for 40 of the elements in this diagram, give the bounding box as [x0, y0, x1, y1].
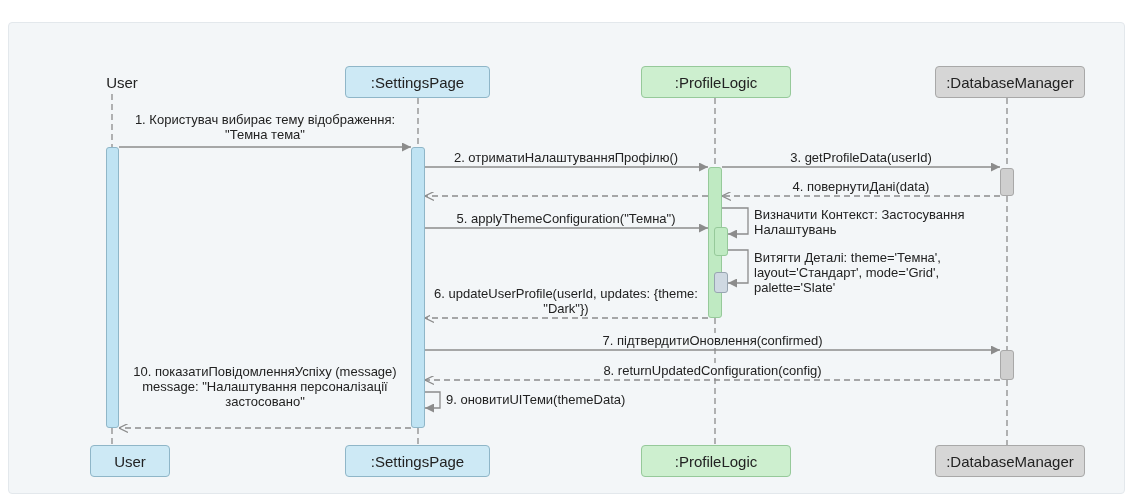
message-arrow [424, 162, 709, 172]
return-arrow [424, 190, 709, 202]
lifeline [417, 427, 419, 446]
message-arrow [118, 142, 412, 152]
return-arrow [118, 422, 412, 434]
message-arrow [727, 249, 749, 288]
participant-box: :ProfileLogic [641, 445, 791, 477]
message-arrow [721, 207, 749, 239]
message-label: 4. повернутиДані(data) [791, 179, 931, 194]
message-arrow [424, 223, 709, 233]
activation-bar [714, 227, 728, 256]
lifeline [1006, 379, 1008, 446]
lifeline [714, 317, 716, 446]
participant-box: :DatabaseManager [935, 445, 1085, 477]
activation-bar [1000, 168, 1014, 196]
message-label: 2. отриматиНалаштуванняПрофілю() [452, 150, 680, 165]
activation-bar [1000, 350, 1014, 380]
participant-box: :DatabaseManager [935, 66, 1085, 98]
activation-bar [106, 147, 119, 428]
message-label: 3. getProfileData(userId) [789, 150, 933, 165]
message-label: 5. applyThemeConfiguration("Темна") [455, 211, 677, 226]
participant-box: User [90, 445, 170, 477]
message-arrow [424, 391, 441, 413]
participant-label: User [92, 70, 152, 94]
message-label: 9. оновитиUIТеми(themeData) [445, 392, 627, 407]
return-arrow [424, 374, 1001, 386]
activation-bar [714, 272, 728, 293]
participant-box: :ProfileLogic [641, 66, 791, 98]
return-arrow [424, 312, 709, 324]
activation-bar [411, 147, 425, 428]
participant-box: :SettingsPage [345, 445, 490, 477]
lifeline [111, 427, 113, 446]
participant-box: :SettingsPage [345, 66, 490, 98]
lifeline [1006, 195, 1008, 351]
message-label: 8. returnUpdatedConfiguration(config) [602, 363, 823, 378]
return-arrow [721, 190, 1001, 202]
message-arrow [424, 345, 1001, 355]
message-label: 7. підтвердитиОновлення(confirmed) [601, 333, 824, 348]
message-arrow [721, 162, 1001, 172]
lifeline [111, 93, 113, 148]
